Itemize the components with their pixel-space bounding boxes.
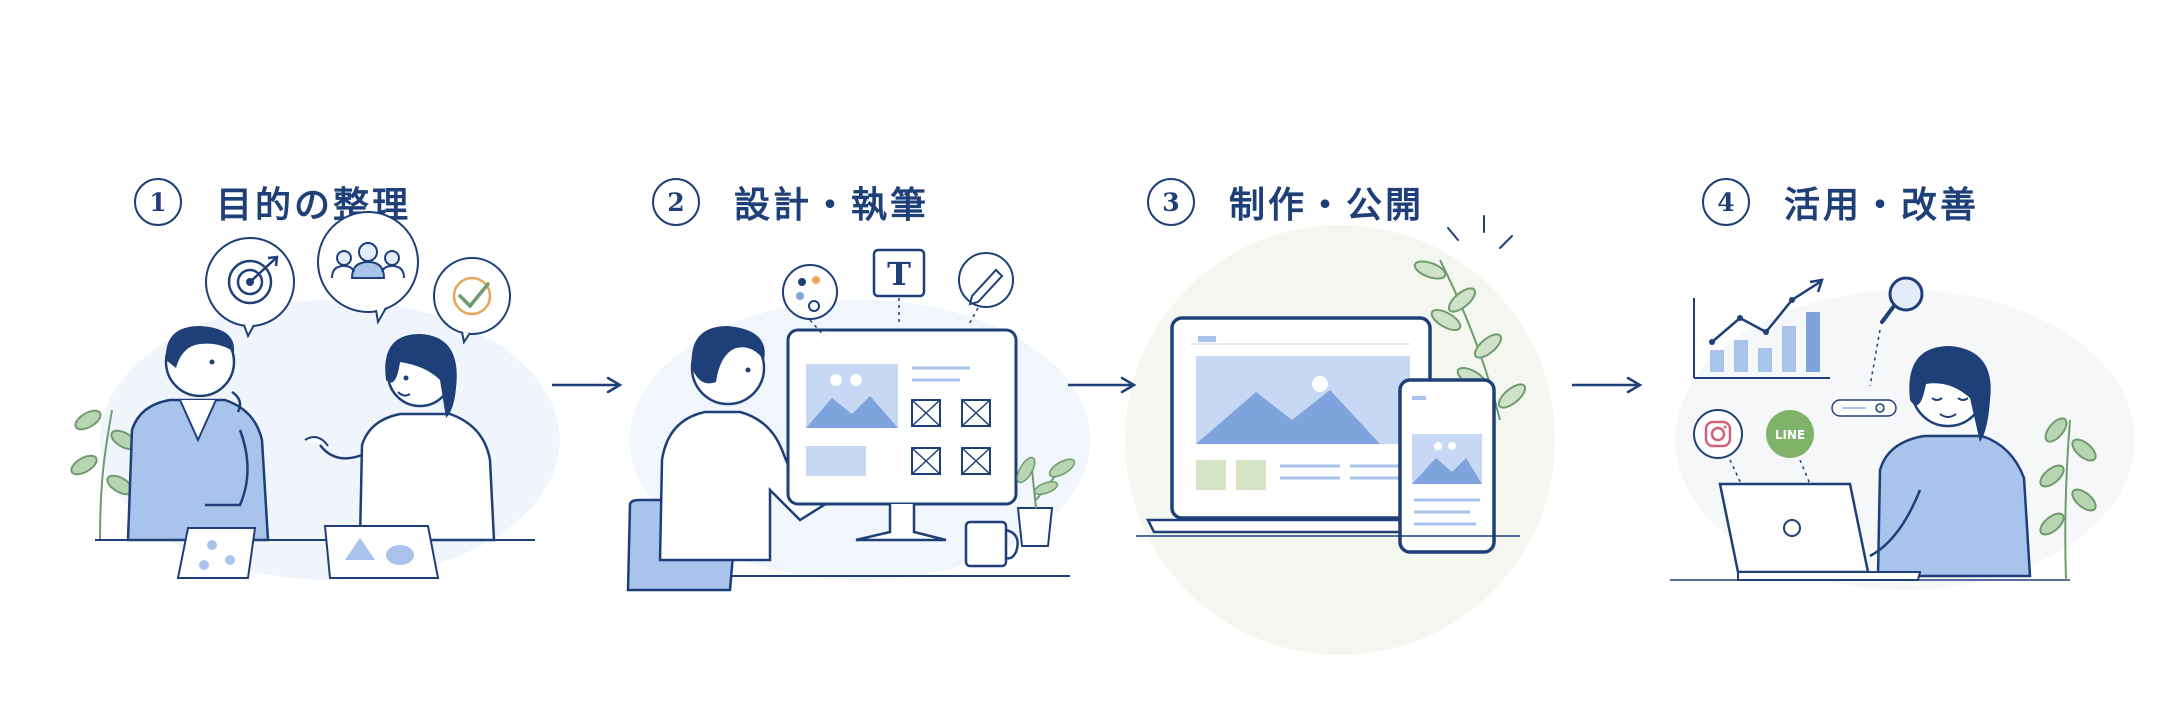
step-2-heading: 2 設計・執筆	[652, 172, 929, 232]
step-2-illustration: T	[626, 248, 1076, 592]
step-3-heading: 3 制作・公開	[1147, 172, 1424, 232]
woman-figure	[1869, 346, 2032, 578]
laptop-icon	[1145, 316, 1456, 534]
mug-icon	[964, 520, 1019, 568]
text-icon-glyph: T	[887, 255, 911, 293]
monitor-icon	[786, 328, 1018, 542]
text-icon: T	[872, 248, 926, 326]
step-3-title: 制作・公開	[1229, 184, 1425, 226]
pencil-icon	[958, 252, 1014, 327]
bar-chart-icon	[1693, 278, 1830, 379]
plant-icon	[1016, 456, 1076, 547]
instagram-icon	[1693, 409, 1743, 459]
people-icon	[317, 211, 419, 325]
step-3-number: 3	[1147, 178, 1195, 226]
checkmark-icon	[433, 257, 511, 345]
step-2-number: 2	[652, 178, 700, 226]
woman-figure	[304, 334, 496, 542]
step-4-number: 4	[1702, 178, 1750, 226]
step-4-heading: 4 活用・改善	[1702, 172, 1979, 232]
document-icon	[176, 527, 257, 579]
step-4-title: 活用・改善	[1784, 184, 1980, 226]
step-3-illustration	[1136, 215, 1527, 554]
document-icon	[323, 525, 440, 579]
search-icon	[1880, 276, 1924, 324]
palette-icon	[782, 264, 838, 337]
sparkle-icon	[1447, 215, 1513, 249]
search-bar-icon	[1831, 399, 1897, 417]
step-1-illustration	[70, 211, 535, 579]
man-figure	[126, 326, 270, 542]
step-1-number: 1	[134, 178, 182, 226]
step-4-illustration: LINE	[1670, 276, 2097, 581]
step-2-title: 設計・執筆	[734, 184, 930, 226]
target-icon	[205, 237, 295, 339]
line-icon: LINE	[1766, 410, 1814, 458]
plant-icon	[2039, 417, 2097, 581]
phone-icon	[1398, 378, 1496, 554]
line-badge-label: LINE	[1775, 428, 1805, 442]
